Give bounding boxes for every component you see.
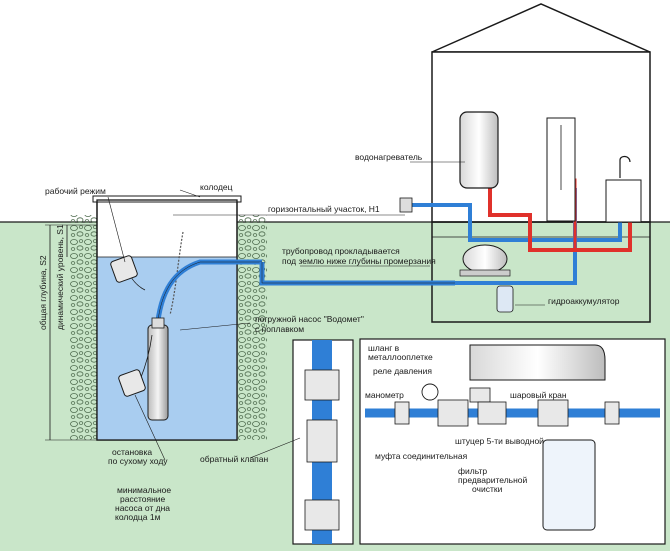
label-filter-2: предварительной	[458, 475, 528, 485]
label-pipeline-2: под землю ниже глубины промерзания	[282, 256, 436, 266]
accumulator-unit	[459, 244, 514, 313]
label-manometer: манометр	[365, 390, 404, 400]
label-hose-2: металлооплетке	[368, 352, 433, 362]
label-fitting: штуцер 5-ти выводной	[455, 436, 544, 446]
label-total-depth: общая глубина, S2	[38, 255, 48, 330]
label-pipeline-1: трубопровод прокладывается	[282, 246, 400, 256]
label-filter-1: фильтр	[458, 466, 487, 476]
sink-tap	[605, 155, 642, 223]
shower	[546, 117, 576, 222]
float-dry	[118, 334, 153, 397]
label-filter-3: очистки	[472, 484, 503, 494]
detail-inset	[359, 338, 666, 545]
float-working	[110, 255, 146, 291]
label-accumulator: гидроаккумулятор	[548, 296, 620, 306]
label-pump-2: с поплавком	[255, 324, 304, 334]
label-well: колодец	[200, 182, 233, 192]
label-check-valve: обратный клапан	[200, 454, 269, 464]
submersible-pump	[147, 231, 262, 421]
check-valve-inset	[292, 339, 354, 545]
label-ball-valve: шаровый кран	[510, 390, 567, 400]
label-min-dist-4: колодца 1м	[115, 512, 161, 522]
label-dynamic-level: динамический уровень, S1	[55, 224, 65, 330]
label-dry-stop-2: по сухому ходу	[108, 456, 168, 466]
label-pump-1: погружной насос "Водомет"	[255, 314, 364, 324]
leader-lines	[107, 161, 545, 461]
label-horizontal: горизонтальный участок, H1	[268, 204, 380, 214]
water-heater	[459, 111, 499, 189]
label-working-mode: рабочий режим	[45, 186, 106, 196]
garden-tap	[399, 197, 413, 213]
label-min-dist-1: минимальное	[117, 485, 171, 495]
depth-dimensions	[45, 214, 405, 441]
label-min-dist-3: насоса от дна	[115, 503, 170, 513]
label-water-heater: водонагреватель	[355, 152, 423, 162]
label-min-dist-2: расстояние	[120, 494, 166, 504]
label-coupling: муфта соединительная	[375, 451, 468, 461]
label-hose-1: шланг в	[368, 343, 400, 353]
label-dry-stop-1: остановка	[112, 447, 152, 457]
label-pressure-relay: реле давления	[373, 366, 432, 376]
